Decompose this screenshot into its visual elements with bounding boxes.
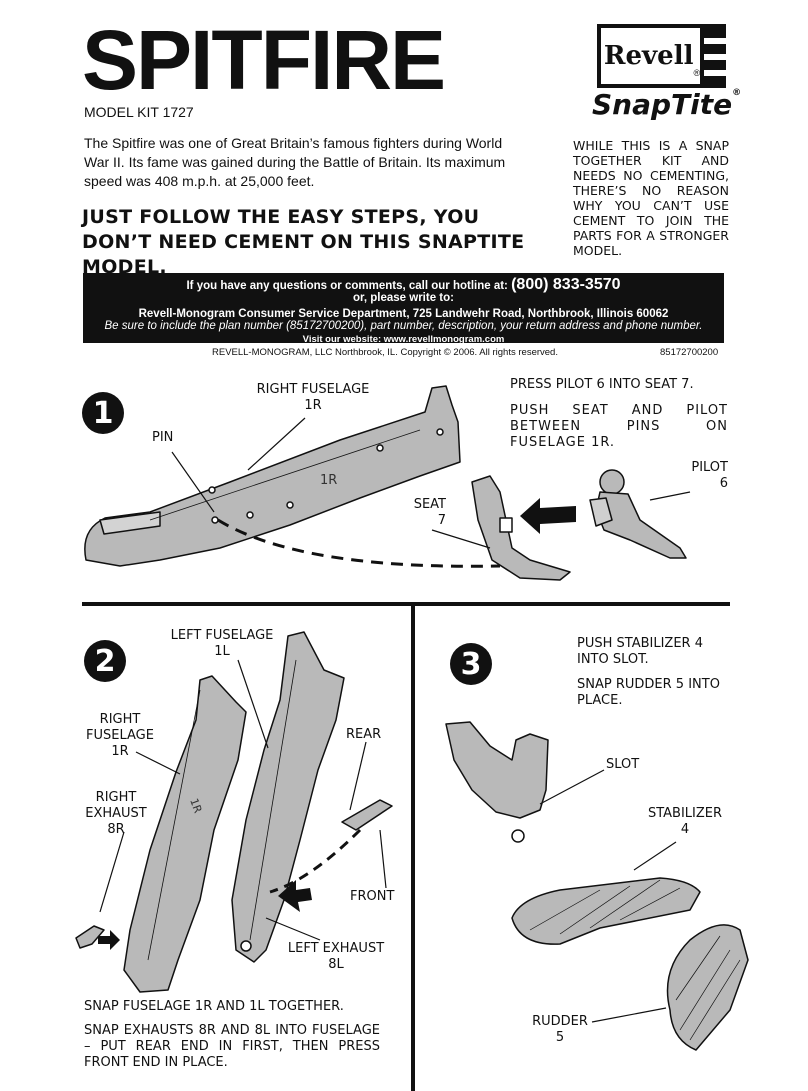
label-right-fuselage-step2-part: 1R: [111, 744, 129, 759]
easy-steps-heading: JUST FOLLOW THE EASY STEPS, YOU DON’T NE…: [82, 206, 525, 278]
hotline-intro: If you have any questions or comments, c…: [186, 280, 508, 292]
snaptite-registered-mark: ®: [732, 88, 742, 98]
snaptite-logo: SnapTite®: [592, 88, 741, 121]
label-stabilizer-text: STABILIZER: [647, 806, 723, 821]
copyright: REVELL-MONOGRAM, LLC Northbrook, IL. Cop…: [212, 347, 558, 358]
intro-paragraph: The Spitfire was one of Great Britain’s …: [84, 135, 506, 189]
step-1-instruction-a: PRESS PILOT 6 INTO SEAT 7.: [510, 377, 694, 392]
right-fuselage-1r-step2-part: [123, 675, 247, 993]
hotline-website: Visit our website: www.revellmonogram.co…: [302, 334, 505, 345]
label-left-exhaust: LEFT EXHAUST 8L: [276, 941, 396, 973]
stabilizer-4-part: [511, 877, 701, 945]
label-right-fuselage-step2-text: RIGHT FUSELAGE: [86, 712, 154, 743]
kit-number: MODEL KIT 1727: [84, 104, 194, 120]
hotline-address: Revell-Monogram Consumer Service Departm…: [138, 308, 669, 320]
label-left-fuselage-text: LEFT FUSELAGE: [170, 628, 274, 643]
label-rudder: RUDDER 5: [530, 1014, 590, 1046]
left-fuselage-1l-part: [231, 631, 345, 963]
label-rear: REAR: [346, 727, 382, 742]
snaptite-text: SnapTite: [592, 88, 733, 121]
label-right-exhaust-text: RIGHT EXHAUST: [85, 790, 147, 821]
label-right-fuselage: RIGHT FUSELAGE 1R: [248, 382, 378, 414]
hotline-phone: (800) 833-3570: [511, 276, 621, 293]
vertical-divider: [411, 604, 415, 1091]
seat-7-part: [471, 475, 571, 581]
label-seat-part: 7: [437, 513, 446, 528]
part-marking-1r-step2: 1R: [187, 797, 204, 816]
revell-logo: Revell ®: [597, 24, 707, 88]
step-3-instruction-b: SNAP RUDDER 5 INTO PLACE.: [577, 677, 720, 708]
step-1-instruction-b: PUSH SEAT AND PILOT BETWEEN PINS ON FUSE…: [510, 403, 728, 450]
step-3-number: 3: [450, 643, 492, 685]
step-1-number: 1: [82, 392, 124, 434]
hotline-box: If you have any questions or comments, c…: [83, 273, 724, 345]
label-pin: PIN: [152, 430, 174, 445]
label-stabilizer: STABILIZER 4: [640, 806, 730, 838]
label-rudder-part: 5: [555, 1030, 565, 1045]
label-right-fuselage-text: RIGHT FUSELAGE: [256, 382, 370, 397]
label-pilot: PILOT 6: [680, 460, 728, 492]
label-seat-text: SEAT: [413, 497, 446, 512]
insert-arrow-step1: [520, 498, 576, 534]
plan-number: 85172700200: [660, 347, 719, 358]
pilot-6-part: [589, 469, 687, 559]
step-2-instruction-a: SNAP FUSELAGE 1R AND 1L TOGETHER.: [84, 999, 344, 1014]
label-pilot-text: PILOT: [691, 460, 728, 475]
brand-name: Revell: [603, 41, 694, 71]
snap-arrow-step2: [98, 930, 120, 950]
revell-logo-bars: [700, 24, 726, 88]
label-stabilizer-part: 4: [680, 822, 690, 837]
label-right-exhaust-part: 8R: [107, 822, 125, 837]
cement-note: WHILE THIS IS A SNAP TOGETHER KIT AND NE…: [573, 138, 729, 258]
hotline-note: Be sure to include the plan number (8517…: [104, 320, 703, 332]
label-right-exhaust: RIGHT EXHAUST 8R: [78, 790, 154, 838]
label-left-fuselage: LEFT FUSELAGE 1L: [162, 628, 282, 660]
step-3-instruction-a: PUSH STABILIZER 4 INTO SLOT.: [577, 636, 703, 667]
step-2-instruction-b: SNAP EXHAUSTS 8R AND 8L INTO FUSELAGE – …: [84, 1023, 380, 1070]
label-slot: SLOT: [606, 757, 640, 772]
label-pilot-part: 6: [719, 476, 728, 491]
step-2-number: 2: [84, 640, 126, 682]
horizontal-divider: [82, 602, 730, 606]
label-left-fuselage-part: 1L: [214, 644, 230, 659]
right-fuselage-1r-part: [84, 385, 461, 567]
rudder-5-part: [666, 924, 749, 1051]
fuselage-pins: [208, 428, 444, 524]
label-rudder-text: RUDDER: [532, 1014, 588, 1029]
hotline-line-1: If you have any questions or comments, c…: [83, 276, 724, 294]
label-left-exhaust-part: 8L: [328, 957, 344, 972]
insert-arrow-step2: [278, 880, 312, 912]
tail-section-part: [445, 721, 549, 819]
page-title: SPITFIRE: [82, 13, 446, 107]
label-seat: SEAT 7: [406, 497, 446, 529]
label-left-exhaust-text: LEFT EXHAUST: [287, 941, 385, 956]
label-right-fuselage-step2: RIGHT FUSELAGE 1R: [78, 712, 162, 760]
label-front: FRONT: [350, 889, 395, 904]
part-marking-1r: 1R: [320, 473, 337, 488]
left-exhaust-8l-part: [341, 799, 393, 831]
brand-registered-mark: ®: [693, 68, 701, 78]
hotline-line-2: or, please write to:: [353, 292, 454, 304]
label-right-fuselage-part: 1R: [304, 398, 322, 413]
